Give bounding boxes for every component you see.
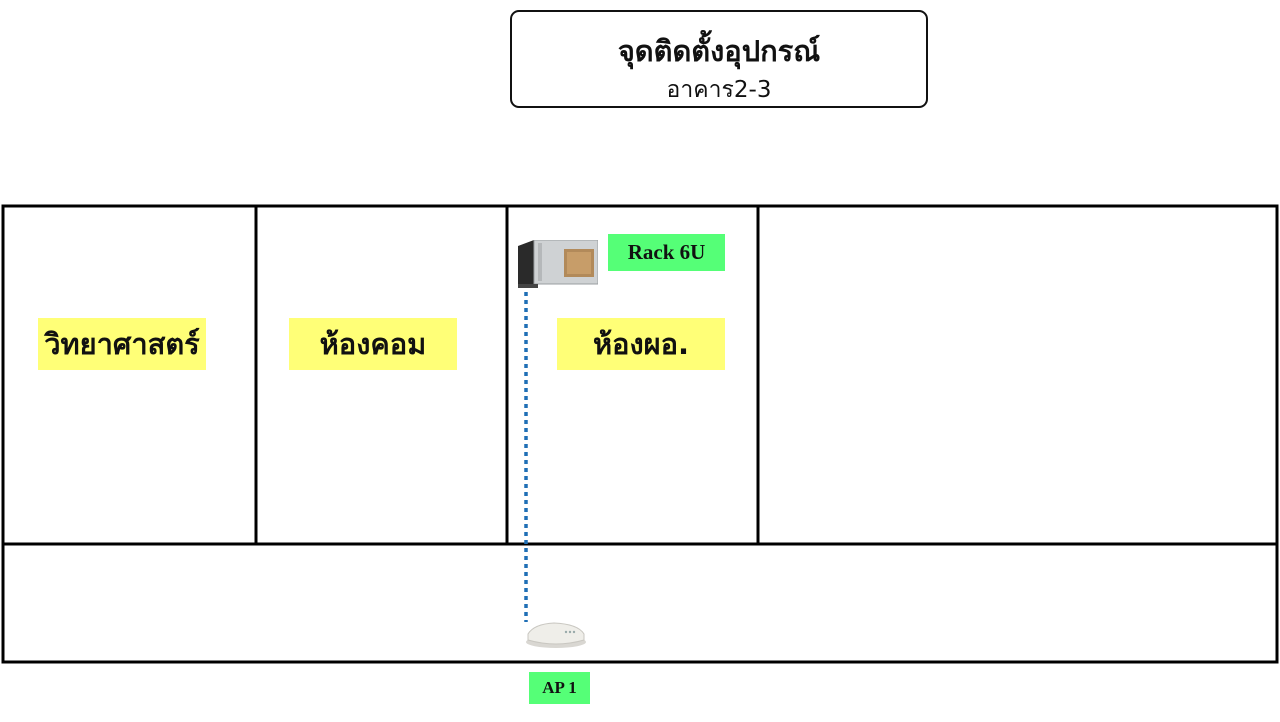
ap-label: AP 1 (529, 672, 590, 704)
title-box: จุดติดตั้งอุปกรณ์ อาคาร2-3 (510, 10, 928, 108)
rack-label: Rack 6U (608, 234, 725, 271)
room-label-computer: ห้องคอม (289, 318, 457, 370)
access-point-icon (526, 622, 586, 648)
room-label-director: ห้องผอ. (557, 318, 725, 370)
room-label-science: วิทยาศาสตร์ (38, 318, 206, 370)
rack-cabinet-icon (518, 240, 598, 288)
building-name: อาคาร2-3 (666, 77, 772, 103)
diagram-title: จุดติดตั้งอุปกรณ์ (617, 34, 821, 68)
building-outline (1, 204, 1279, 664)
